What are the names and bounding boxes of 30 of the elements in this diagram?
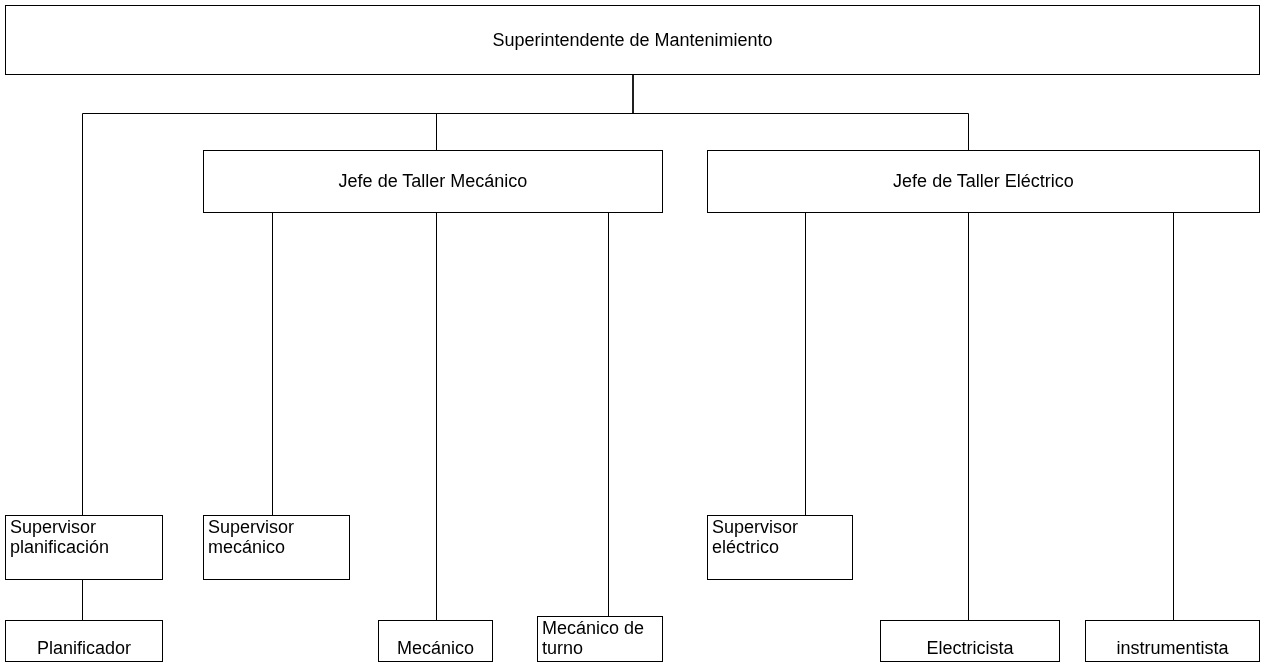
role-title: Jefe de Taller Mecánico bbox=[338, 171, 528, 192]
connector-line bbox=[272, 212, 273, 516]
role-title: Electricista bbox=[926, 638, 1014, 659]
connector-line bbox=[632, 74, 969, 151]
org-box bbox=[203, 515, 350, 580]
connector-line bbox=[1173, 212, 1174, 621]
role-title: Mecánico bbox=[396, 638, 474, 659]
role-title: Superintendente de Mantenimiento bbox=[492, 29, 773, 51]
role-title: instrumentista bbox=[1116, 638, 1229, 659]
connector-line bbox=[608, 212, 609, 617]
role-title: Jefe de Taller Eléctrico bbox=[893, 171, 1074, 192]
role-title: Supervisor planificación bbox=[10, 517, 111, 557]
org-box bbox=[5, 620, 163, 662]
org-box bbox=[707, 150, 1260, 213]
org-box bbox=[5, 515, 163, 580]
org-box bbox=[707, 515, 853, 580]
org-box bbox=[203, 150, 663, 213]
role-title: Supervisor eléctrico bbox=[712, 517, 800, 557]
role-title: Mecánico de turno bbox=[542, 618, 646, 658]
connector-line bbox=[82, 579, 83, 621]
org-box bbox=[1085, 620, 1260, 662]
org-box bbox=[880, 620, 1060, 662]
connector-line bbox=[805, 212, 806, 516]
org-box bbox=[378, 620, 493, 662]
org-box bbox=[537, 616, 663, 662]
role-title: Supervisor mecánico bbox=[208, 517, 296, 557]
connector-line bbox=[968, 212, 969, 621]
role-title: Planificador bbox=[36, 638, 132, 659]
connector-line bbox=[436, 212, 437, 621]
org-box bbox=[5, 5, 1260, 75]
